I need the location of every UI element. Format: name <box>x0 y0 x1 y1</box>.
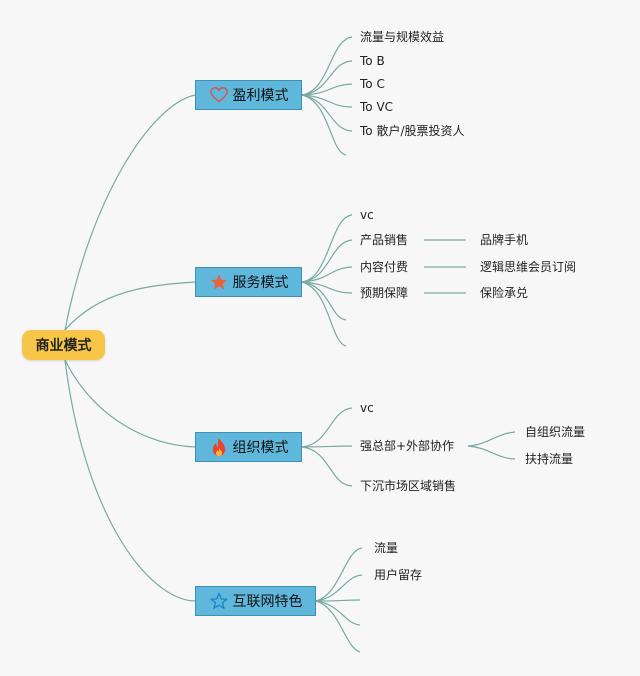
leaf-self-org-traffic[interactable]: 自组织流量 <box>525 425 586 439</box>
link-root-to-service <box>64 281 196 331</box>
leaf-insurance-acceptance[interactable]: 保险承兑 <box>480 286 529 300</box>
leaf-user-retention[interactable]: 用户留存 <box>374 568 423 582</box>
leaf-expected-guarantee[interactable]: 预期保障 <box>360 286 409 300</box>
leaf-traffic[interactable]: 流量 <box>374 541 399 555</box>
branch-org-model[interactable]: 组织模式 <box>195 432 302 462</box>
fire-icon <box>209 437 229 457</box>
branch-profit-model[interactable]: 盈利模式 <box>195 80 302 110</box>
link-root-to-org <box>64 359 196 448</box>
leaf-membership-subscription[interactable]: 逻辑思维会员订阅 <box>480 260 577 274</box>
root-node-label: 商业模式 <box>35 338 92 354</box>
link-root-to-internet <box>64 359 196 602</box>
leaf-to-c[interactable]: To C <box>360 77 385 91</box>
leaf-vc[interactable]: vc <box>360 208 374 222</box>
leaf-to-vc[interactable]: To VC <box>360 100 394 114</box>
branch-label: 盈利模式 <box>232 88 289 104</box>
leaf-product-sales[interactable]: 产品销售 <box>360 233 409 247</box>
leaf-strong-hq[interactable]: 强总部+外部协作 <box>360 439 455 453</box>
leaf-to-b[interactable]: To B <box>360 54 385 68</box>
heart-icon <box>209 85 229 105</box>
leaf-brand-phone[interactable]: 品牌手机 <box>480 233 529 247</box>
branch-label: 互联网特色 <box>232 594 303 610</box>
branch-internet-features[interactable]: 互联网特色 <box>195 586 316 616</box>
leaf-vc-org[interactable]: vc <box>360 401 374 415</box>
leaf-support-traffic[interactable]: 扶持流量 <box>525 452 574 466</box>
leaf-scale-benefit[interactable]: 流量与规模效益 <box>360 30 445 44</box>
branch-label: 服务模式 <box>232 275 289 291</box>
leaf-lower-tier-sales[interactable]: 下沉市场区域销售 <box>360 479 457 493</box>
link-root-to-profit <box>64 94 196 331</box>
star-outline-icon <box>209 591 229 611</box>
star-filled-icon <box>209 272 229 292</box>
branch-label: 组织模式 <box>232 440 289 456</box>
leaf-to-retail-investor[interactable]: To 散户/股票投资人 <box>360 124 465 138</box>
root-node[interactable]: 商业模式 <box>22 330 105 360</box>
leaf-paid-content[interactable]: 内容付费 <box>360 260 409 274</box>
branch-service-model[interactable]: 服务模式 <box>195 267 302 297</box>
